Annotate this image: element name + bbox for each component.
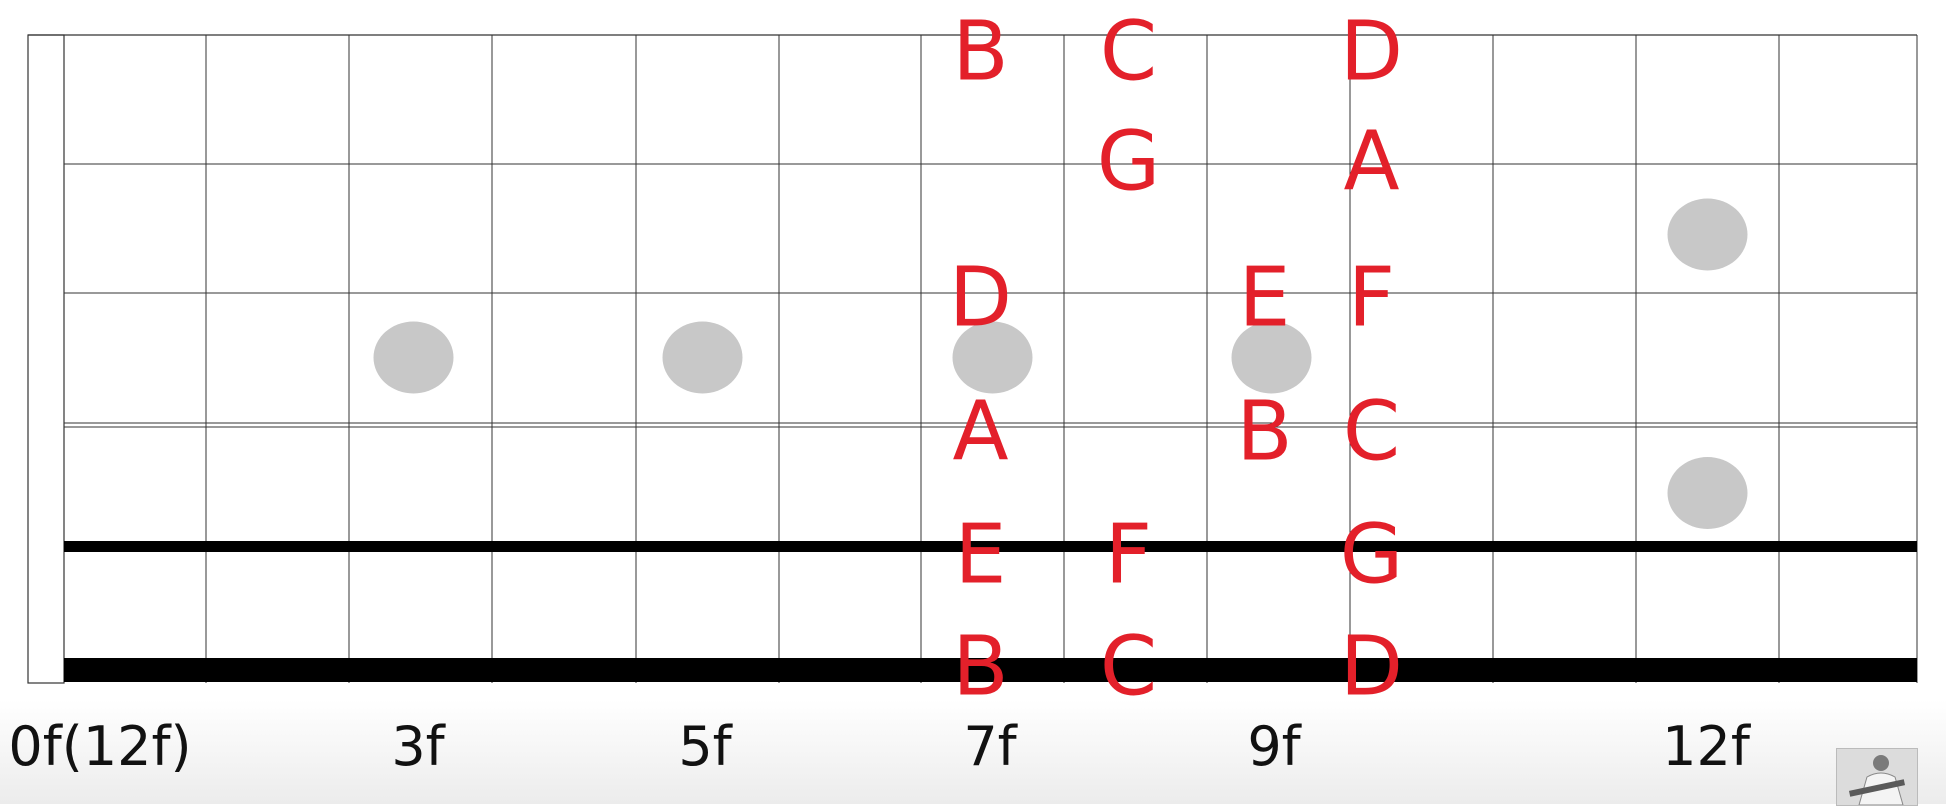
note-b-s6-f7: B [952,619,1008,700]
inlay-dot-4 [1667,198,1748,271]
string-5 [64,541,1917,552]
note-d-s1-f10: D [1340,4,1403,99]
note-d-s3-f7: D [949,250,1012,345]
inlay-dot-5 [1667,457,1748,529]
fret-label-0: 0f(12f) [8,715,192,778]
string-6 [64,658,1917,682]
inlay-dots [373,198,1748,529]
label-band [0,700,1946,804]
fret-label-5: 5f [678,715,732,778]
note-c-s1-f8: C [1100,4,1157,99]
note-c-s6-f8: C [1100,619,1157,700]
note-g-s2-f8: G [1097,114,1161,209]
fret-label-3: 3f [391,715,445,778]
note-c-s4-f10: C [1343,384,1400,479]
note-f-s5-f8: F [1105,507,1152,602]
heavy-strings [64,541,1917,682]
fret-label-7: 7f [963,715,1017,778]
inlay-dot-2 [952,321,1033,394]
inlay-dot-3 [1231,321,1312,394]
inlay-dot-1 [662,321,743,394]
presenter-thumbnail-icon [1836,748,1918,806]
note-a-s4-f7: A [952,384,1008,479]
note-e-s3-f9: E [1239,250,1291,345]
nut [27,34,65,684]
fret-label-9: 9f [1247,715,1301,778]
note-f-s3-f10: F [1348,250,1395,345]
note-b-s4-f9: B [1236,384,1292,479]
note-d-s6-f10: D [1340,619,1403,700]
note-b-s1-f7: B [952,4,1008,99]
note-e-s5-f7: E [955,507,1007,602]
inlay-dot-0 [373,321,454,394]
grid-lines [27,34,1918,684]
note-g-s5-f10: G [1340,507,1404,602]
note-a-s2-f10: A [1343,114,1399,209]
fret-label-12: 12f [1662,715,1750,778]
